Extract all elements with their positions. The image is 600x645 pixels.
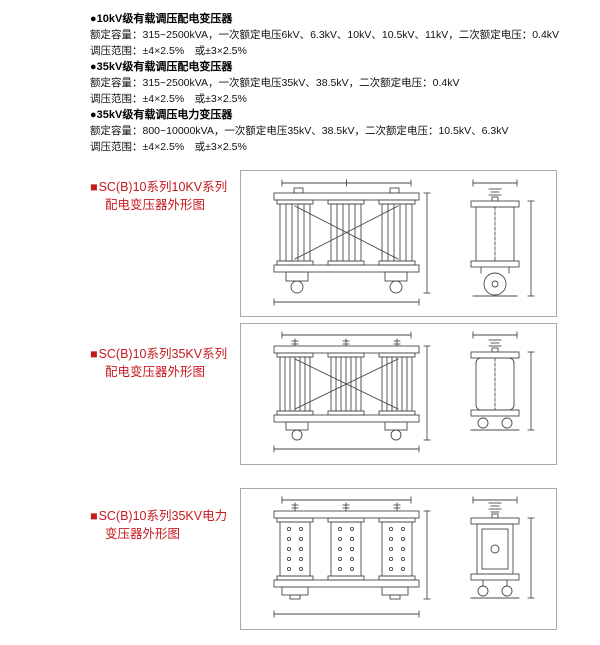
spec-line-capacity: 额定容量：315~2500kVA，一次额定电压6kV、6.3kV、10kV、10… <box>90 29 560 41</box>
transformer-front-view-drawing-10kv <box>273 179 431 306</box>
figure-title-line2: 变压器外形图 <box>105 527 181 541</box>
winding-column <box>276 199 314 266</box>
transformer-side-view-drawing-10kv <box>470 179 535 297</box>
transformer-side-view-drawing-35kv-power <box>470 496 535 599</box>
figure-title-line2: 配电变压器外形图 <box>105 198 206 212</box>
figure-label-10kv: ■SC(B)10系列10KV系列 配电变压器外形图 <box>90 178 255 214</box>
red-square-marker: ■ <box>90 347 98 361</box>
spec-heading: ●35kV级有载调压电力变压器 <box>90 109 233 121</box>
spec-section: ●10kV级有载调压配电变压器 额定容量：315~2500kVA，一次额定电压6… <box>90 11 595 155</box>
transformer-side-view-drawing-35kv <box>470 331 535 431</box>
red-square-marker: ■ <box>90 509 98 523</box>
winding-column <box>276 517 314 581</box>
figure-box-35kv-power <box>240 488 557 630</box>
bushing <box>291 338 299 347</box>
transformer-front-view-drawing-35kv <box>273 331 431 453</box>
figure-box-35kv-distribution <box>240 323 557 465</box>
spec-heading: ●10kV级有载调压配电变压器 <box>90 13 233 25</box>
spec-group-35kv-power: ●35kV级有载调压电力变压器 额定容量：800~10000kVA，一次额定电压… <box>90 107 595 155</box>
figure-title-line1: SC(B)10系列35KV电力 <box>98 509 228 523</box>
spec-line-capacity: 额定容量：315~2500kVA，一次额定电压35kV、38.5kV，二次额定电… <box>90 77 460 89</box>
figure-title-line1: SC(B)10系列35KV系列 <box>98 347 228 361</box>
spec-line-capacity: 额定容量：800~10000kVA，一次额定电压35kV、38.5kV，二次额定… <box>90 125 509 137</box>
figure-title-line1: SC(B)10系列10KV系列 <box>98 180 228 194</box>
transformer-front-view-drawing-35kv-power <box>273 496 431 618</box>
winding-column <box>276 352 314 416</box>
spec-line-range: 调压范围：±4×2.5% 或±3×2.5% <box>90 93 247 105</box>
spec-line-range: 调压范围：±4×2.5% 或±3×2.5% <box>90 141 247 153</box>
spec-heading: ●35kV级有载调压配电变压器 <box>90 61 233 73</box>
figure-title-line2: 配电变压器外形图 <box>105 365 206 379</box>
figure-label-35kv-power: ■SC(B)10系列35KV电力 变压器外形图 <box>90 507 255 543</box>
spec-group-35kv-distribution: ●35kV级有载调压配电变压器 额定容量：315~2500kVA，一次额定电压3… <box>90 59 595 107</box>
figure-label-35kv-distribution: ■SC(B)10系列35KV系列 配电变压器外形图 <box>90 345 255 381</box>
figure-box-10kv <box>240 170 557 317</box>
red-square-marker: ■ <box>90 180 98 194</box>
bushing <box>291 502 299 512</box>
spec-group-10kv-distribution: ●10kV级有载调压配电变压器 额定容量：315~2500kVA，一次额定电压6… <box>90 11 595 59</box>
spec-line-range: 调压范围：±4×2.5% 或±3×2.5% <box>90 45 247 57</box>
